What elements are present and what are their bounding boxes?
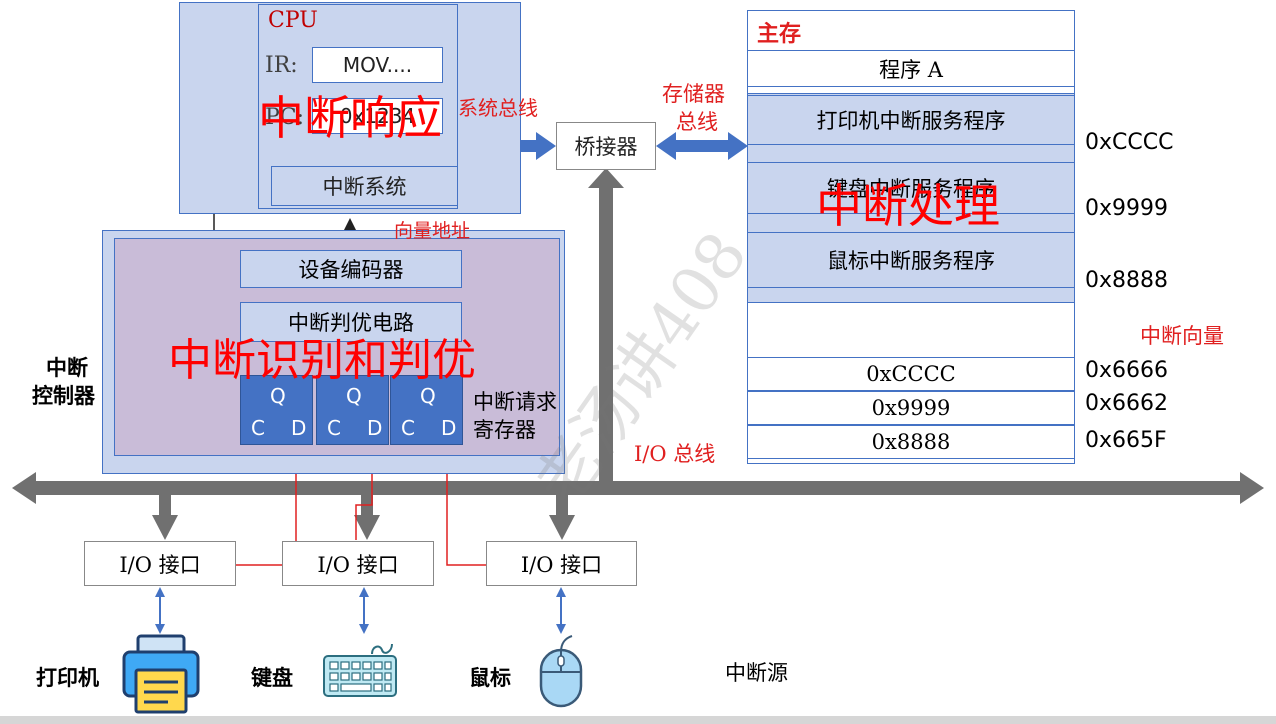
vector-address-1: 0x6666 bbox=[1085, 358, 1169, 383]
mouse-icon bbox=[539, 635, 583, 708]
bridge-bus-arrow bbox=[588, 168, 624, 482]
request-register-label-1: 中断请求 bbox=[473, 390, 557, 414]
keyboard-isr: 键盘中断服务程序 bbox=[747, 162, 1075, 214]
cpu-title: CPU bbox=[268, 8, 318, 33]
vector-entry-1: 0xCCCC bbox=[747, 357, 1075, 391]
vector-entry-3: 0x8888 bbox=[747, 425, 1075, 459]
interrupt-handling-overlay: 中断处理 bbox=[816, 179, 1000, 233]
pc-value: 0x1234 bbox=[339, 104, 416, 128]
vector-entry-2: 0x9999 bbox=[747, 391, 1075, 425]
io-bus bbox=[12, 472, 1264, 504]
memory-bus-label-1: 存储器 bbox=[662, 82, 725, 106]
io-down-arrows bbox=[152, 495, 575, 540]
main-memory-title: 主存 bbox=[757, 22, 802, 47]
keyboard-label: 键盘 bbox=[251, 666, 293, 690]
io-interface-mouse: I/O 接口 bbox=[486, 541, 637, 586]
printer-icon bbox=[122, 634, 200, 714]
io-interface-keyboard: I/O 接口 bbox=[282, 541, 434, 586]
ir-register: MOV.... bbox=[312, 47, 443, 83]
controller-label-1: 中断 bbox=[46, 356, 88, 380]
printer-label: 打印机 bbox=[36, 666, 99, 690]
address-9999: 0x9999 bbox=[1085, 196, 1169, 221]
ir-value: MOV.... bbox=[342, 53, 413, 77]
interrupt-source-label: 中断源 bbox=[725, 661, 788, 685]
printer-isr: 打印机中断服务程序 bbox=[747, 95, 1075, 145]
pc-label: PC: bbox=[265, 105, 305, 130]
interrupt-system: 中断系统 bbox=[271, 166, 458, 206]
vector-label: 中断向量 bbox=[1140, 324, 1224, 348]
device-encoder: 设备编码器 bbox=[240, 250, 462, 288]
bridge: 桥接器 bbox=[556, 122, 656, 170]
memory-bus-label-2: 总线 bbox=[676, 110, 718, 134]
vector-address-2: 0x6662 bbox=[1085, 391, 1169, 416]
mouse-label: 鼠标 bbox=[469, 666, 511, 690]
request-register-label-2: 寄存器 bbox=[473, 418, 536, 442]
controller-label-2: 控制器 bbox=[32, 384, 95, 408]
vector-address-label: 向量地址 bbox=[394, 220, 471, 242]
request-flipflop-3: Q C D bbox=[390, 375, 463, 445]
recognition-overlay: 中断识别和判优 bbox=[168, 335, 476, 386]
bottom-strip bbox=[0, 716, 1276, 724]
request-flipflop-2: Q C D bbox=[316, 375, 389, 445]
ir-label: IR: bbox=[265, 53, 298, 78]
system-bus-label: 系统总线 bbox=[458, 96, 538, 120]
mouse-isr: 鼠标中断服务程序 bbox=[747, 232, 1075, 288]
memory-bus-arrow bbox=[656, 132, 748, 160]
priority-circuit: 中断判优电路 bbox=[240, 302, 462, 342]
vector-address-3: 0x665F bbox=[1085, 428, 1167, 453]
program-a: 程序 A bbox=[747, 50, 1075, 87]
interrupt-response-overlay: 中断响应 bbox=[258, 91, 442, 145]
io-interface-printer: I/O 接口 bbox=[84, 541, 236, 586]
io-bus-label: I/O 总线 bbox=[634, 442, 716, 466]
address-cccc: 0xCCCC bbox=[1085, 130, 1174, 155]
request-flipflop-1: Q C D bbox=[240, 375, 313, 445]
keyboard-icon bbox=[323, 643, 397, 697]
address-8888: 0x8888 bbox=[1085, 268, 1169, 293]
device-links bbox=[155, 587, 566, 634]
pc-register: 0x1234 bbox=[312, 98, 443, 134]
